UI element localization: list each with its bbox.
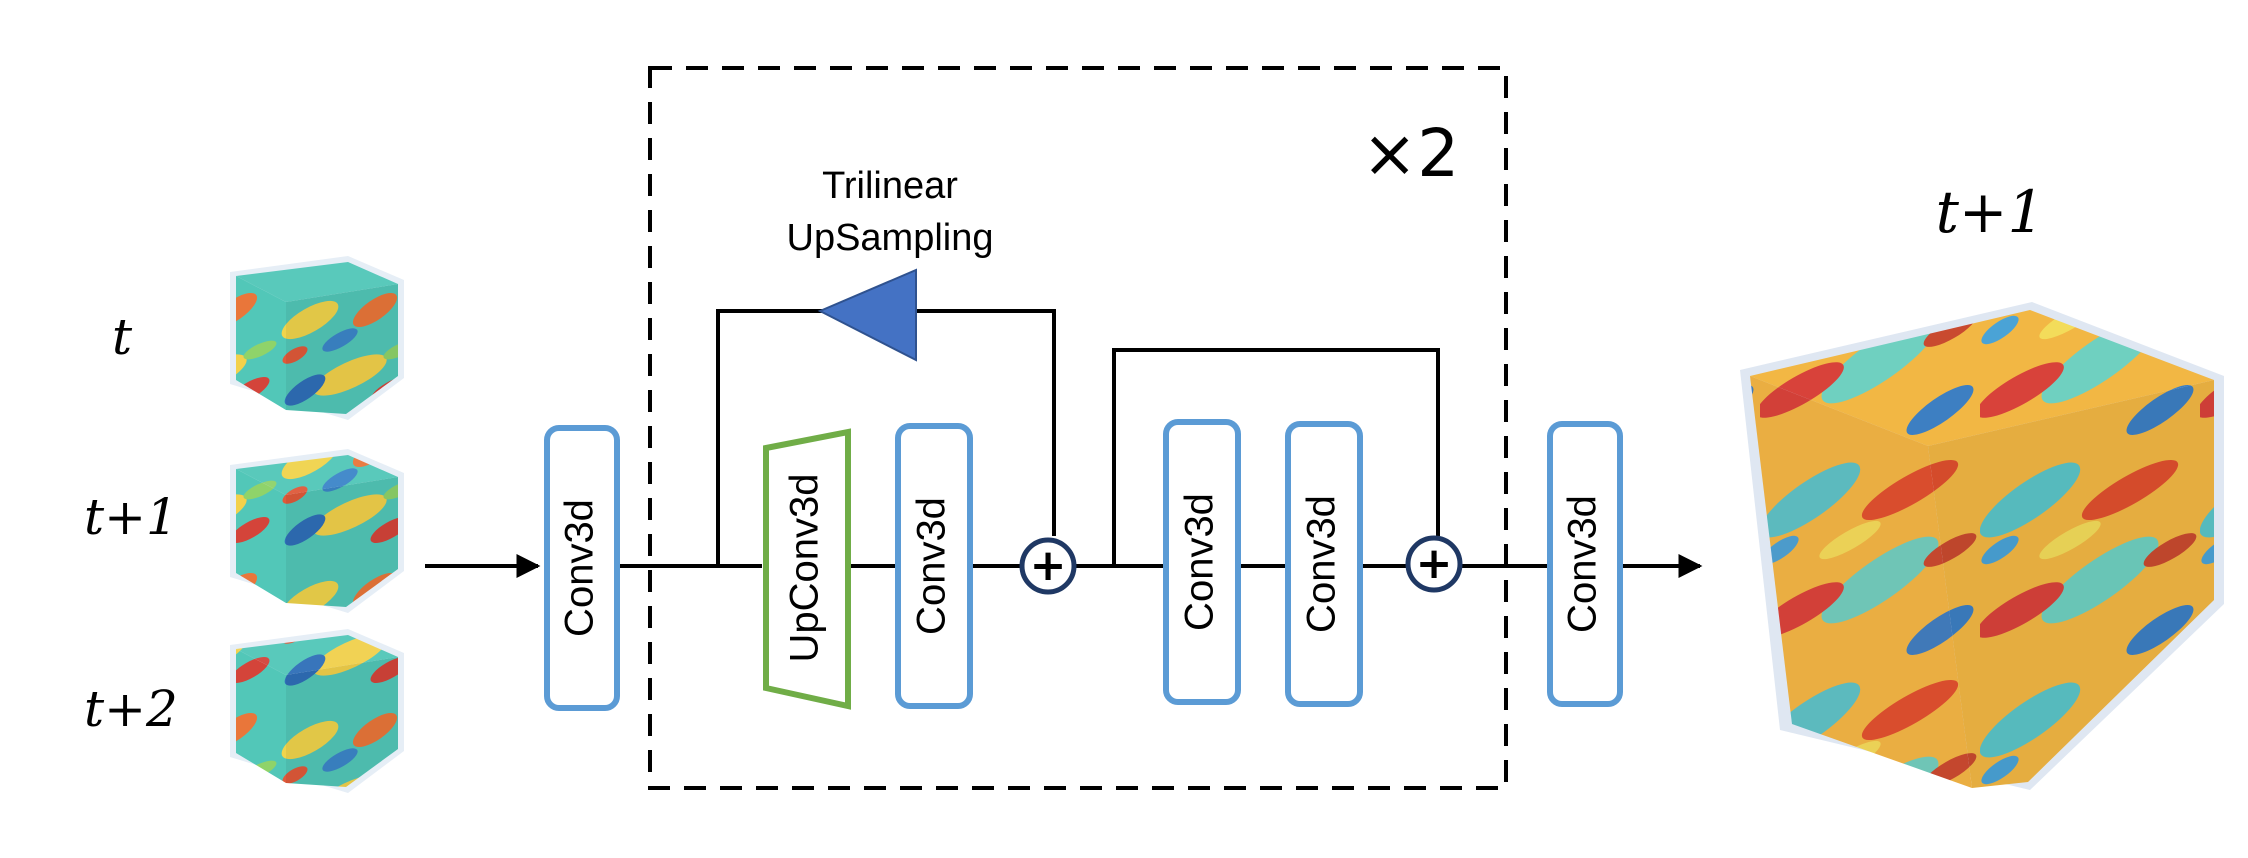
output-label: t+1	[1936, 178, 2045, 246]
input-label-t-plus-1: t+1	[84, 488, 178, 546]
repeat-count-label: ×2	[1362, 115, 1459, 192]
add-node-residual: +	[1405, 535, 1463, 593]
upconv3d-label: UpConv3d	[783, 473, 827, 662]
conv3d-residual-2-label: Conv3d	[1300, 495, 1344, 633]
output-cube	[1740, 302, 2224, 790]
conv3d-after-upconv-label: Conv3d	[910, 497, 954, 635]
add-symbol-residual: +	[1416, 538, 1453, 589]
add-symbol-upsample: +	[1030, 540, 1067, 591]
conv3d-input-label: Conv3d	[558, 499, 602, 637]
conv3d-residual-1-label: Conv3d	[1178, 493, 1222, 631]
conv3d-output-label: Conv3d	[1561, 495, 1605, 633]
upsampling-label-line2: UpSampling	[787, 217, 994, 259]
conv3d-residual-2-layer: Conv3d	[1285, 421, 1363, 707]
add-node-upsample: +	[1019, 537, 1077, 595]
upsampling-label-line1: Trilinear	[822, 165, 958, 207]
input-label-t-plus-2: t+2	[84, 680, 178, 738]
input-cube-t	[230, 256, 404, 420]
repeated-block-frame	[648, 66, 1508, 790]
input-volumes	[230, 256, 404, 793]
conv3d-after-upconv-layer: Conv3d	[895, 423, 973, 709]
input-cube-t-plus-2	[230, 629, 404, 793]
input-label-t: t	[112, 308, 133, 366]
conv3d-input-layer: Conv3d	[544, 425, 620, 711]
conv3d-residual-1-layer: Conv3d	[1163, 419, 1241, 705]
conv3d-output-layer: Conv3d	[1547, 421, 1623, 707]
input-cube-t-plus-1	[230, 449, 404, 613]
trilinear-upsampling-triangle	[817, 268, 917, 362]
upconv3d-layer: UpConv3d	[763, 428, 851, 710]
